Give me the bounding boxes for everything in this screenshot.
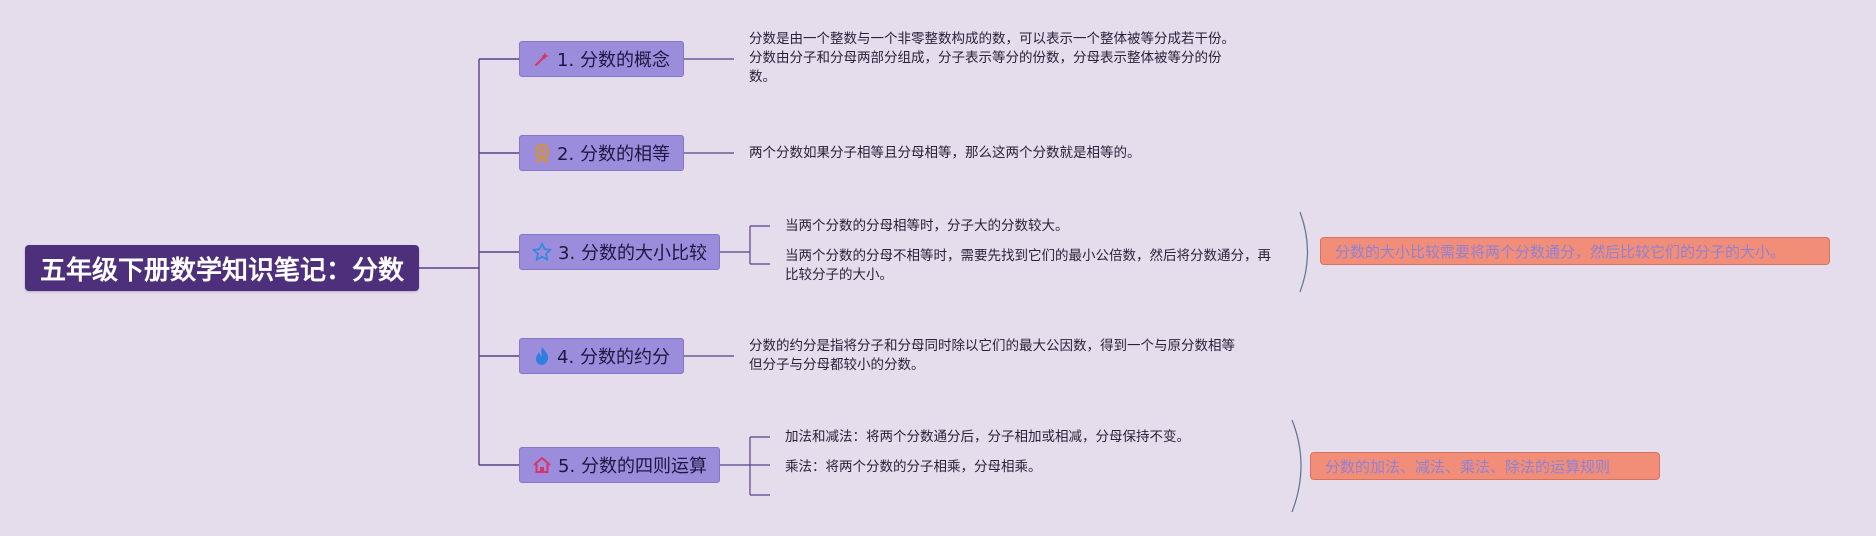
root-topic[interactable]: 五年级下册数学知识笔记：分数 (25, 245, 419, 291)
note-equality: 两个分数如果分子相等且分母相等，那么这两个分数就是相等的。 (749, 145, 1141, 161)
note-add-subtract: 加法和减法：将两个分数通分后，分子相加或相减，分母保持不变。 (785, 429, 1190, 445)
topic-2-label: 2. 分数的相等 (557, 144, 670, 165)
topic-4[interactable]: 4. 分数的约分 (519, 338, 684, 374)
note-compare-different-denominator: 当两个分数的分母不相等时，需要先找到它们的最小公倍数，然后将分数通分，再比较分子… (785, 248, 1271, 283)
topic-1-label: 1. 分数的概念 (557, 50, 670, 71)
summary-compare[interactable]: 分数的大小比较需要将两个分数通分，然后比较它们的分子的大小。 (1320, 237, 1830, 265)
topic-1[interactable]: 1. 分数的概念 (519, 41, 684, 77)
topic-4-label: 4. 分数的约分 (557, 347, 670, 368)
note-reduction: 分数的约分是指将分子和分母同时除以它们的最大公因数，得到一个与原分数相等但分子与… (749, 338, 1235, 373)
flame-icon (536, 347, 549, 365)
magic-wand-icon (535, 52, 550, 66)
note-multiply: 乘法：将两个分数的分子相乘，分母相乘。 (785, 459, 1042, 475)
topic-3-label: 3. 分数的大小比较 (558, 243, 707, 264)
note-compare-same-denominator: 当两个分数的分母相等时，分子大的分数较大。 (785, 218, 1069, 234)
award-medal-icon (535, 144, 550, 163)
topic-5-label: 5. 分数的四则运算 (558, 456, 707, 477)
topic-2[interactable]: 2. 分数的相等 (519, 135, 684, 171)
topic-5[interactable]: 5. 分数的四则运算 (519, 447, 720, 483)
star-icon (532, 242, 552, 261)
note-concept: 分数是由一个整数与一个非零整数构成的数，可以表示一个整体被等分成若干份。分数由分… (749, 31, 1235, 85)
home-icon (533, 457, 551, 473)
summary-operations[interactable]: 分数的加法、减法、乘法、除法的运算规则 (1310, 452, 1660, 480)
topic-3[interactable]: 3. 分数的大小比较 (519, 234, 720, 270)
